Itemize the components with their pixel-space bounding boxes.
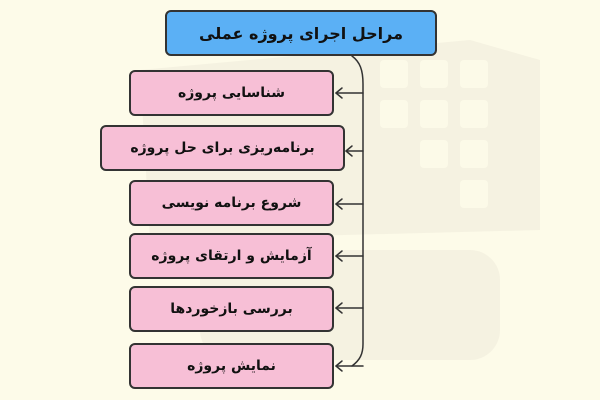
- arrow-step-5: [335, 302, 364, 314]
- step-identify-project: شناسایی پروژه: [129, 70, 334, 116]
- trunk-line: [351, 55, 364, 367]
- arrow-step-3: [335, 198, 364, 210]
- step-testing: آزمایش و ارتقای پروژه: [129, 233, 334, 279]
- arrow-step-1: [335, 87, 364, 99]
- arrow-step-6: [335, 360, 364, 372]
- step-planning: برنامه‌ریزی برای حل پروژه: [100, 125, 345, 171]
- arrow-step-2: [345, 145, 364, 157]
- step-showcase: نمایش پروژه: [129, 343, 334, 389]
- arrow-step-4: [335, 250, 364, 262]
- diagram-title: مراحل اجرای پروژه عملی: [165, 10, 437, 56]
- step-start-coding: شروع برنامه نویسی: [129, 180, 334, 226]
- step-feedback: بررسی بازخوردها: [129, 286, 334, 332]
